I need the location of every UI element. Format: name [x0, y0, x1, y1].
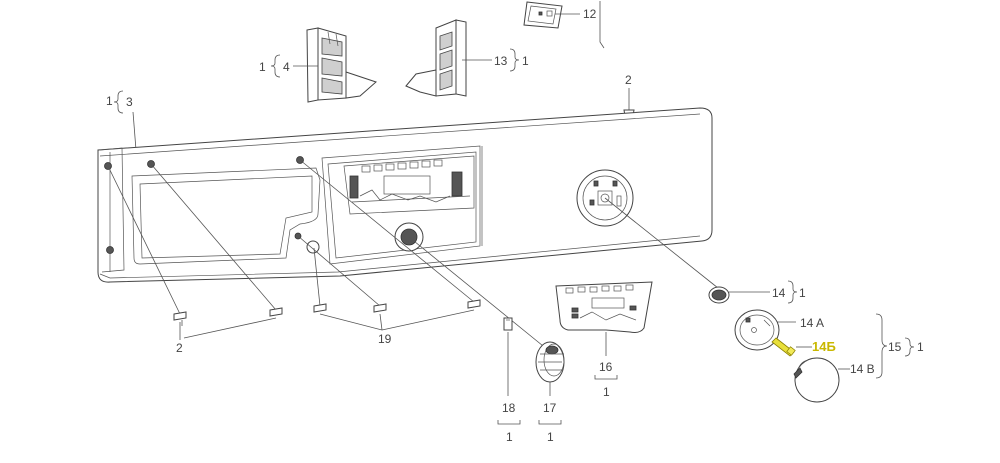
label-3: 3 — [126, 95, 133, 109]
label-15-qty: 1 — [917, 340, 924, 354]
label-4: 4 — [283, 60, 290, 74]
part-14-ring — [708, 286, 730, 304]
screws — [173, 299, 481, 321]
part-16-display-board — [555, 281, 653, 333]
label-18: 18 — [502, 401, 516, 415]
label-17: 17 — [543, 401, 557, 415]
label-16-qty: 1 — [603, 385, 610, 399]
center-display-buttons — [349, 159, 471, 203]
part-12-pcb — [523, 1, 563, 29]
label-14b-highlight: 14Б — [812, 339, 836, 354]
part-14b-cap — [793, 357, 840, 403]
part-14a-dial-base — [734, 309, 780, 351]
label-15: 15 — [888, 340, 902, 354]
label-2-top: 2 — [625, 73, 632, 87]
label-13-qty: 1 — [522, 54, 529, 68]
part-13-key-bracket — [405, 19, 467, 97]
label-17-qty: 1 — [547, 430, 554, 444]
label-14-qty: 1 — [799, 286, 806, 300]
label-2-bottom: 2 — [176, 341, 183, 355]
label-4-qty: 1 — [259, 60, 266, 74]
label-13: 13 — [494, 54, 508, 68]
label-19: 19 — [378, 332, 392, 346]
label-12: 12 — [583, 7, 597, 21]
label-14: 14 — [772, 286, 786, 300]
label-14a: 14 A — [800, 316, 824, 330]
part-14b-pin-highlighted — [771, 337, 796, 357]
part-4-key-bracket — [306, 27, 377, 103]
label-18-qty: 1 — [506, 430, 513, 444]
label-14b: 14 B — [850, 362, 875, 376]
label-3-qty: 1 — [106, 94, 113, 108]
part-17-knob — [535, 341, 565, 383]
label-16: 16 — [599, 360, 613, 374]
part-18-tab — [503, 317, 513, 331]
part-3-control-panel — [97, 107, 713, 283]
